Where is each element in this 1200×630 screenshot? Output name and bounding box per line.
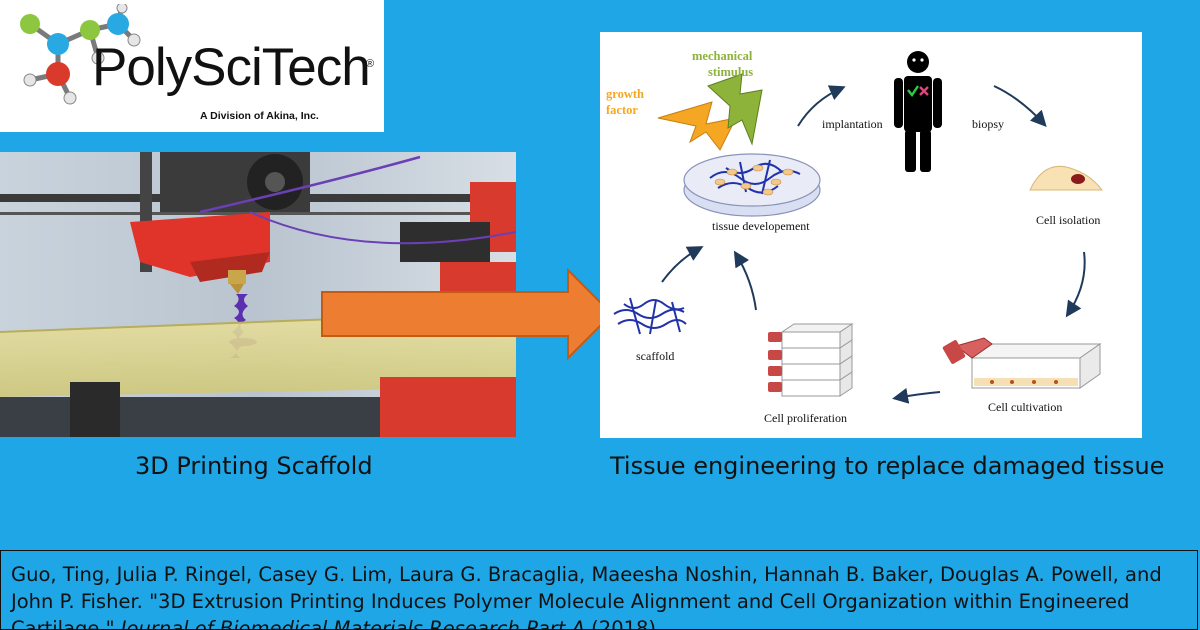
- svg-text:mechanical: mechanical: [692, 49, 753, 63]
- orange-arrow: [321, 268, 614, 361]
- brand-tagline: A Division of Akina, Inc.: [200, 110, 319, 122]
- left-caption: 3D Printing Scaffold: [135, 452, 373, 480]
- logo-panel: PolySciTech ® A Division of Akina, Inc.: [0, 0, 384, 132]
- implantation-label: implantation: [822, 117, 883, 131]
- growth-factor-label-2: factor: [606, 103, 638, 117]
- brand-name: PolySciTech: [92, 38, 371, 97]
- human-figure-icon: [894, 51, 942, 172]
- cycle-arrows: [661, 85, 1086, 404]
- cell-proliferation-label: Cell proliferation: [764, 411, 847, 425]
- mechanical-stimulus-icon: [707, 73, 763, 146]
- cell-isolation-label: Cell isolation: [1036, 213, 1100, 227]
- culture-flask-icon: [942, 337, 1102, 389]
- registered-mark: ®: [366, 58, 375, 70]
- scaffold-label: scaffold: [636, 349, 674, 363]
- svg-text:stimulus: stimulus: [708, 65, 753, 79]
- tissue-engineering-diagram: growth factor mechanical stimulus: [600, 32, 1142, 438]
- scaffold-icon: [613, 297, 687, 335]
- molecule-icon: [20, 4, 141, 105]
- cell-icon: [1029, 165, 1104, 191]
- citation-title: "3D Extrusion Printing Induces Polymer M…: [11, 590, 1130, 630]
- tissue-development-label: tissue developement: [712, 219, 810, 233]
- growth-factor-icon: [657, 101, 737, 151]
- stacked-flasks-icon: [768, 323, 854, 397]
- biopsy-label: biopsy: [972, 117, 1004, 131]
- cell-cultivation-label: Cell cultivation: [988, 400, 1062, 414]
- growth-factor-label-1: growth: [606, 87, 644, 101]
- mechanical-stimulus-label-2: stimulus: [708, 65, 753, 79]
- citation-year: (2018).: [584, 617, 663, 630]
- right-caption: Tissue engineering to replace damaged ti…: [610, 452, 1165, 480]
- citation-journal: Journal of Biomedical Materials Research…: [120, 617, 585, 630]
- mechanical-stimulus-label-1: mechanical: [692, 49, 753, 63]
- printer-photo: [0, 152, 516, 437]
- citation-authors: Guo, Ting, Julia P. Ringel, Casey G. Lim…: [11, 563, 1162, 613]
- svg-text:factor: factor: [606, 103, 638, 117]
- petri-dish-icon: [683, 153, 821, 217]
- citation-box: Guo, Ting, Julia P. Ringel, Casey G. Lim…: [0, 550, 1198, 630]
- svg-text:growth: growth: [606, 87, 644, 101]
